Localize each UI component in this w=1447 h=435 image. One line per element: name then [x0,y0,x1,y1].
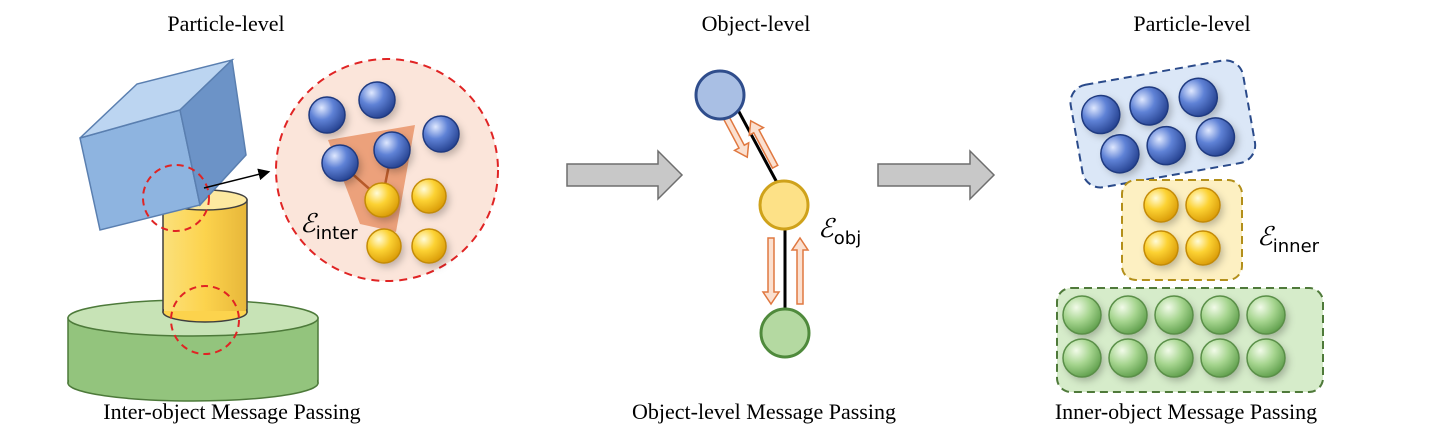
green-particle [1154,295,1194,335]
yellow-particle [1185,187,1221,223]
object-graph [694,69,811,359]
green-particle [1108,295,1148,335]
blue-particle [1146,125,1186,166]
yellow-particle [1143,187,1179,223]
message-arrow-up-bottom [790,236,810,305]
object-node-blue [694,69,746,121]
blue-particle [308,96,346,134]
base-disk [67,299,319,402]
message-arrow-up-top [748,119,779,170]
zoom-circle: ℰinter [275,58,499,282]
yellow-particle [1143,230,1179,266]
yellow-particle [364,182,400,218]
yellow-particle [1185,230,1221,266]
blue-particle [1195,117,1236,157]
green-particle [1062,295,1102,335]
right-panel-title: Particle-level [1133,11,1250,36]
yellow-cylinder [162,189,248,323]
contact-circle-cylinder-disk [170,285,240,355]
blue-particle [1178,77,1219,118]
green-particle [1154,338,1194,378]
right-panel-caption: Inner-object Message Passing [1055,399,1317,424]
yellow-particle [366,228,402,264]
middle-panel-title: Object-level [702,11,811,36]
left-panel-title: Particle-level [167,11,284,36]
object-edge-top [736,109,783,191]
contact-circle-cube-cylinder [142,164,210,232]
inter-edge-symbol: ℰinter [300,209,358,244]
transition-arrow-1 [566,149,684,201]
message-arrow-down-bottom [761,237,781,306]
blue-particle [1129,86,1169,126]
blue-cube [79,58,247,231]
transition-arrow-2 [877,149,996,201]
middle-panel-caption: Object-level Message Passing [632,399,896,424]
green-particle [1200,338,1240,378]
green-particle [1246,338,1286,378]
obj-edge-symbol: ℰobj [818,214,861,249]
blue-particle [321,144,359,182]
blue-particle [1100,134,1140,174]
yellow-particle [411,228,447,264]
green-particle [1246,295,1286,335]
yellow-particle-group [1121,179,1243,281]
blue-particle [422,115,460,153]
blue-particle [358,81,396,119]
object-node-green [759,307,811,359]
object-node-yellow [758,179,810,231]
left-panel-caption: Inter-object Message Passing [103,399,360,424]
blue-particle [373,131,411,169]
green-particle [1108,338,1148,378]
green-particle [1200,295,1240,335]
green-particle [1062,338,1102,378]
zoom-arrow [203,168,271,189]
yellow-particle [411,178,447,214]
blue-particle-group [1069,59,1257,189]
green-particle-group [1056,287,1324,393]
inner-edge-symbol: ℰinner [1257,222,1320,257]
blue-particle [1081,94,1121,135]
